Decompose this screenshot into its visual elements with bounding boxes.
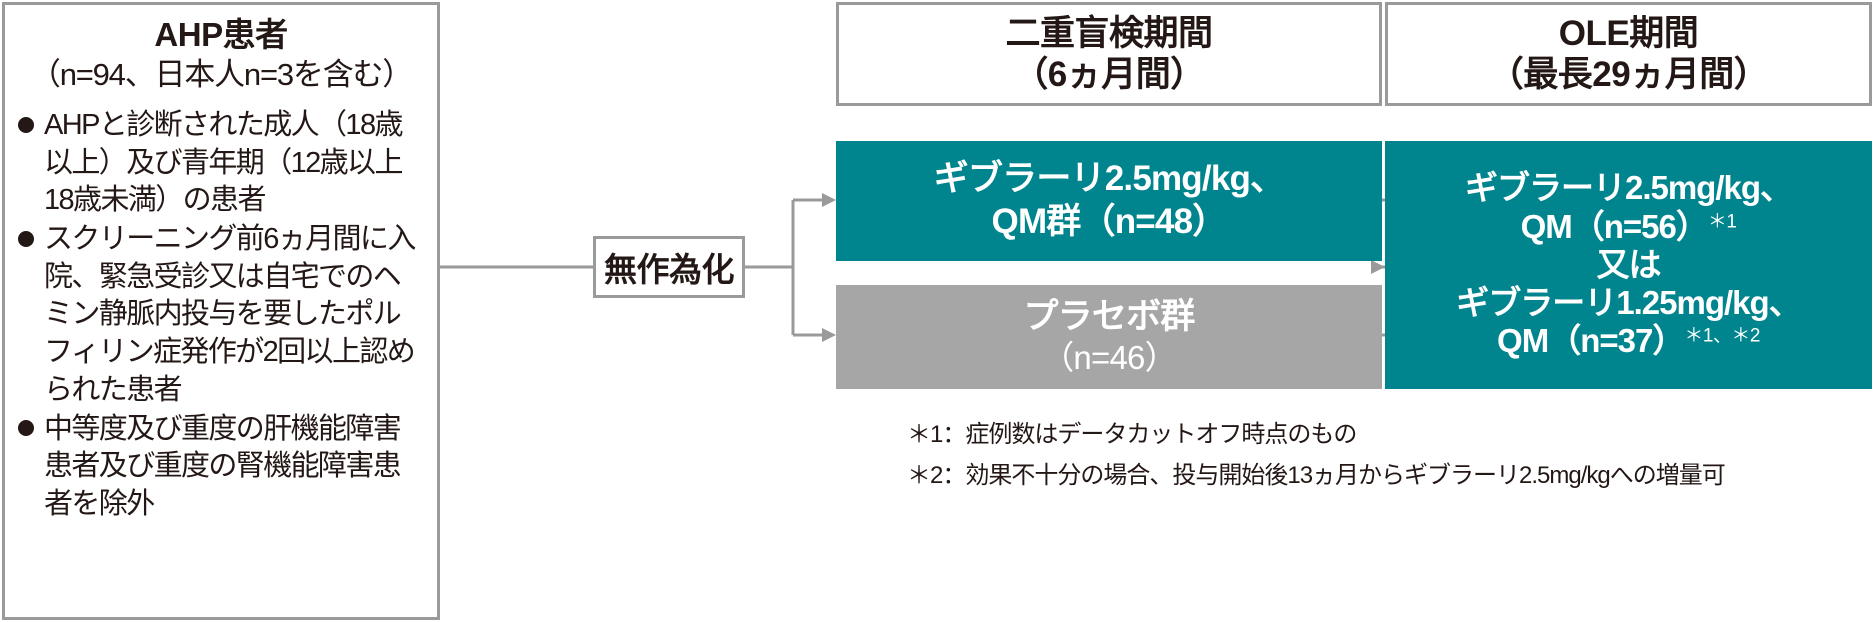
arm-dose-label: ギブラーリ2.5mg/kg、 xyxy=(933,159,1285,199)
period-title: OLE期間 xyxy=(1558,13,1699,53)
criteria-text: スクリーニング前6ヵ月間に入院、緊急受診又は自宅でのヘミン静脈内投与を要したポル… xyxy=(44,223,416,406)
ole-count-high-label: QM（n=56） xyxy=(1520,207,1709,245)
arm-count-label: （n=46） xyxy=(1041,339,1177,377)
eligibility-criteria-list: AHPと診断された成人（18歳以上）及び青年期（12歳以上18歳未満）の患者 ス… xyxy=(17,107,425,524)
bullet-icon xyxy=(18,230,34,247)
list-item: 中等度及び重度の肝機能障害患者及び重度の腎機能障害患者を除外 xyxy=(17,411,425,524)
period-title: 二重盲検期間 xyxy=(1005,13,1213,53)
bullet-icon xyxy=(18,420,34,437)
randomization-node: 無作為化 xyxy=(593,236,745,298)
treatment-arm-givosiran: ギブラーリ2.5mg/kg、 QM群（n=48） xyxy=(836,141,1382,261)
list-item: AHPと診断された成人（18歳以上）及び青年期（12歳以上18歳未満）の患者 xyxy=(17,107,425,220)
footnote-1: ＊1：症例数はデータカットオフ時点のもの xyxy=(907,421,1357,448)
page-title: AHP患者 xyxy=(154,16,288,53)
randomization-label: 無作為化 xyxy=(604,251,735,288)
ole-count-high-row: QM（n=56）＊1 xyxy=(1521,208,1737,246)
ole-period-header: OLE期間 （最長29ヵ月間） xyxy=(1385,2,1872,106)
patient-population-box: AHP患者 （n=94、日本人n=3を含む） AHPと診断された成人（18歳以上… xyxy=(2,2,440,620)
treatment-arm-placebo: プラセボ群 （n=46） xyxy=(836,285,1382,389)
ole-count-low-row: QM（n=37）＊1、＊2 xyxy=(1497,322,1760,360)
bullet-icon xyxy=(18,116,34,133)
period-duration: （最長29ヵ月間） xyxy=(1488,55,1769,94)
patient-count-label: （n=94、日本人n=3を含む） xyxy=(29,57,413,93)
footnote-marker-2: ＊1、＊2 xyxy=(1684,325,1760,347)
footnotes-block: ＊1：症例数はデータカットオフ時点のもの ＊2：効果不十分の場合、投与開始後13… xyxy=(907,415,1837,497)
arm-name-label: プラセボ群 xyxy=(1023,297,1195,337)
footnote-marker-1: ＊1 xyxy=(1707,211,1737,233)
ole-count-low-label: QM（n=37） xyxy=(1497,322,1685,360)
ole-dose-low-label: ギブラーリ1.25mg/kg、 xyxy=(1456,284,1801,322)
criteria-text: AHPと診断された成人（18歳以上）及び青年期（12歳以上18歳未満）の患者 xyxy=(44,109,403,217)
criteria-text: 中等度及び重度の肝機能障害患者及び重度の腎機能障害患者を除外 xyxy=(44,412,402,520)
footnote-2: ＊2：効果不十分の場合、投与開始後13ヵ月からギブラーリ2.5mg/kgへの増量… xyxy=(907,461,1726,489)
treatment-arm-ole: ギブラーリ2.5mg/kg、 QM（n=56）＊1 又は ギブラーリ1.25mg… xyxy=(1385,141,1872,389)
ole-or-label: 又は xyxy=(1596,245,1662,283)
ole-dose-high-label: ギブラーリ2.5mg/kg、 xyxy=(1464,169,1793,207)
period-duration: （6ヵ月間） xyxy=(1013,55,1205,94)
arm-count-label: QM群（n=48） xyxy=(991,202,1228,241)
list-item: スクリーニング前6ヵ月間に入院、緊急受診又は自宅でのヘミン静脈内投与を要したポル… xyxy=(17,221,425,409)
double-blind-period-header: 二重盲検期間 （6ヵ月間） xyxy=(836,2,1382,106)
